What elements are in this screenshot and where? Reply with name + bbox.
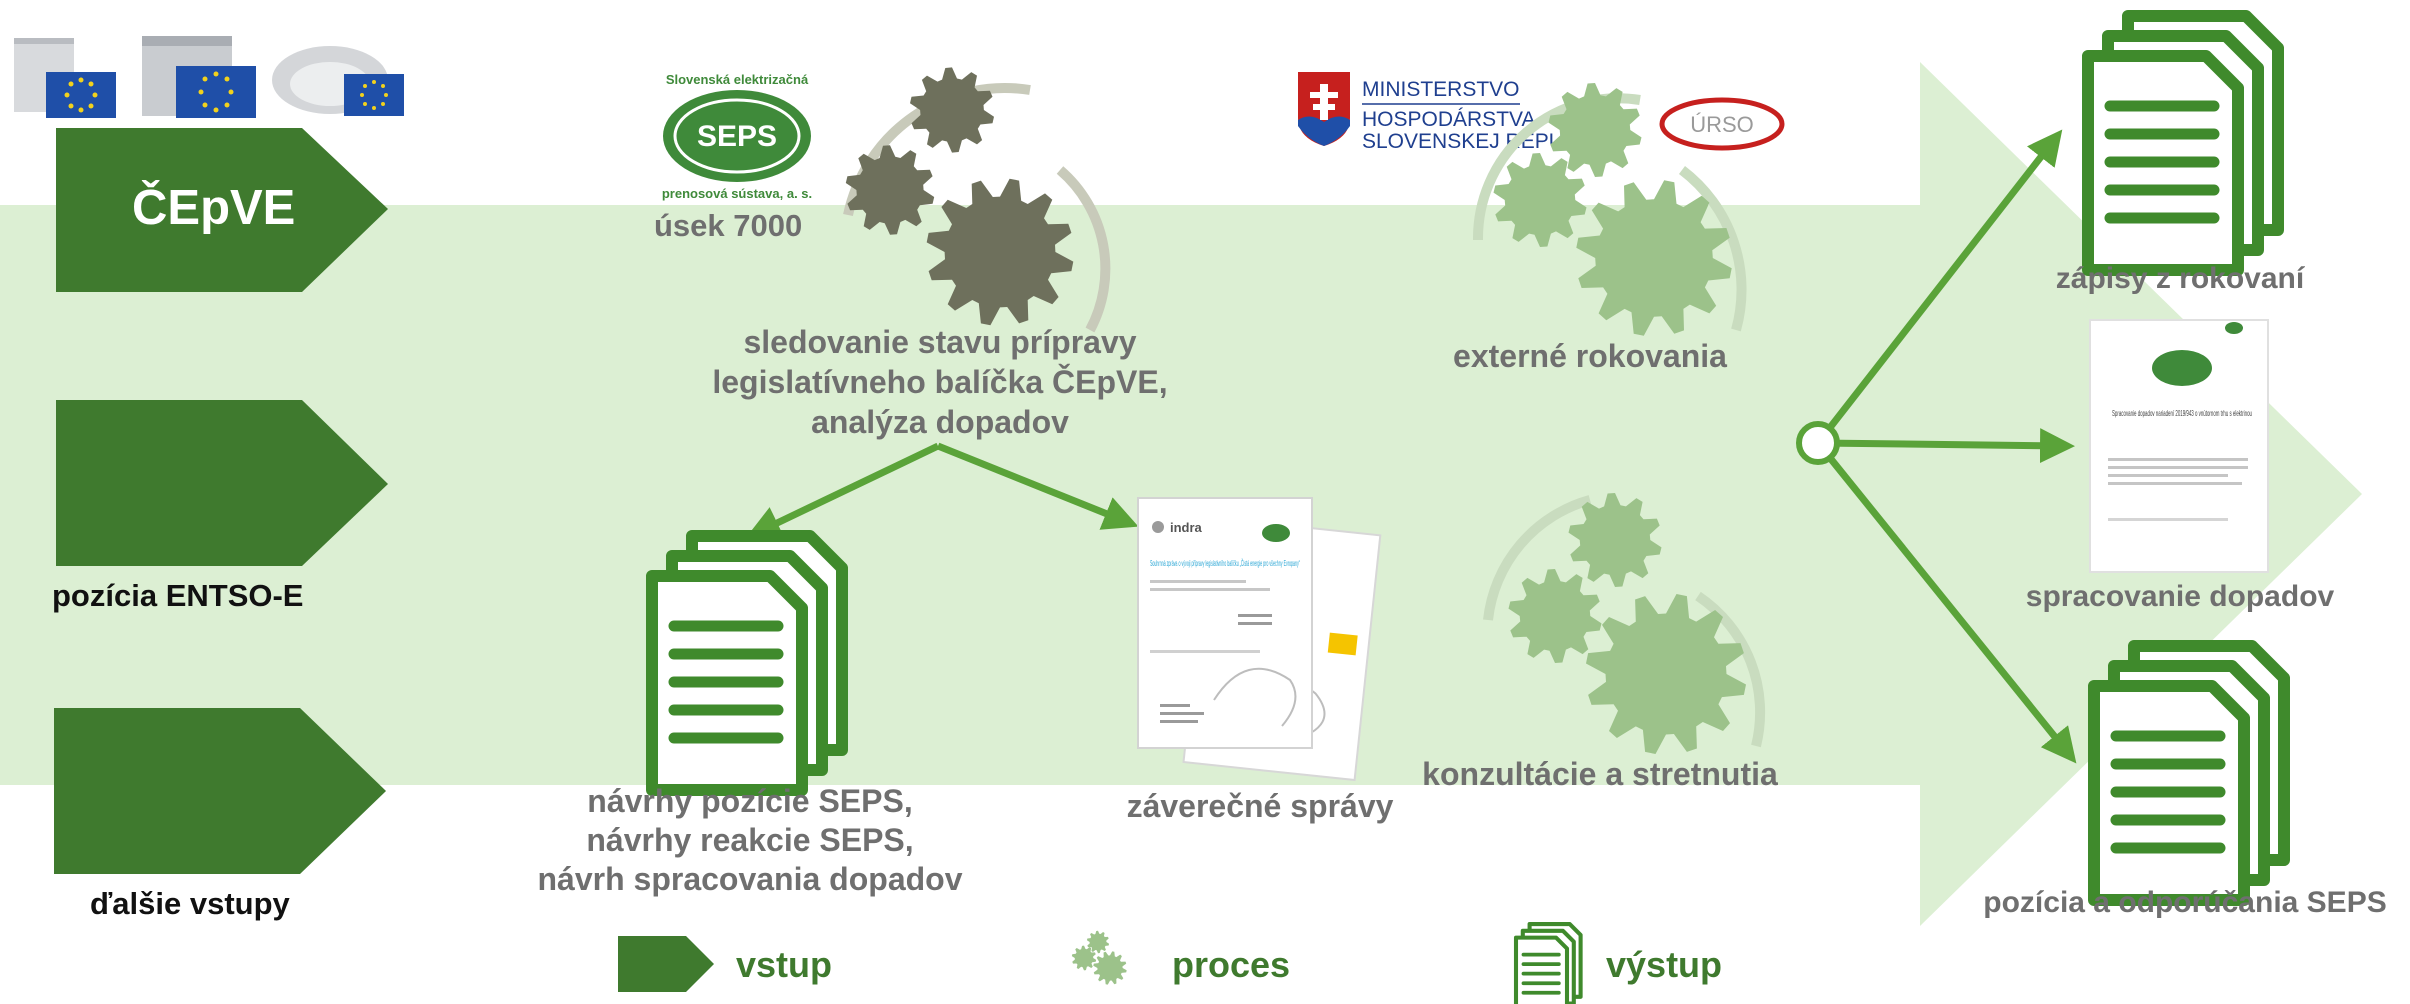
gears-icon — [843, 67, 1111, 333]
hub-circle-icon — [1796, 421, 1840, 465]
output-distribution-arrows — [1796, 129, 2077, 764]
output-minutes-label: zápisy z rokovaní — [2055, 262, 2305, 295]
document-stack-icon — [2088, 640, 2290, 906]
eu-flag-icon — [14, 38, 116, 118]
gears-icon — [1472, 83, 1747, 336]
urso-logo: ÚRSO — [1659, 97, 1785, 151]
gear-icon — [910, 67, 994, 153]
eu-flag-icon — [272, 46, 404, 116]
input-chevron-cepve — [56, 128, 388, 292]
proposals-line-3: návrh spracovania dopadov — [537, 861, 963, 897]
ministry-line-2: HOSPODÁRSTVA — [1362, 108, 1535, 131]
gear-icon — [1493, 153, 1587, 247]
gear-icon — [1093, 951, 1127, 985]
gear-icon — [926, 178, 1074, 326]
ministry-line-1: MINISTERSTVO — [1362, 78, 1520, 101]
report-brand: indra — [1170, 520, 1203, 535]
input-label-cepve: ČEpVE — [132, 181, 296, 235]
proposals-line-2: návrhy reakcie SEPS, — [586, 822, 914, 858]
final-report-documents: indra Souhrnná zpráva o vývoji přípravy … — [1137, 497, 1382, 782]
process-output-arrows — [745, 442, 1139, 539]
impacts-document: Spracovanie dopadov nariadení 2019/943 o… — [2089, 319, 2269, 573]
legend-input-label: vstup — [736, 944, 833, 985]
monitoring-label: sledovanie stavu prípravy legislatívneho… — [700, 322, 1180, 442]
output-position-label: pozícia a odporúčania SEPS — [1983, 886, 2387, 919]
monitoring-line-3: analýza dopadov — [811, 404, 1069, 440]
eu-institutions-icons — [14, 36, 404, 118]
seps-logo-top-text: Slovenská elektrizačná — [666, 72, 809, 87]
gears-icon — [1483, 493, 1766, 754]
proposals-line-1: návrhy pozície SEPS, — [587, 783, 913, 819]
reports-label: záverečné správy — [1126, 788, 1394, 824]
seps-logo-bottom-text: prenosová sústava, a. s. — [662, 186, 812, 201]
impacts-doc-title: Spracovanie dopadov nariadení 2019/943 o… — [2112, 409, 2252, 418]
report-title: Souhrnná zpráva o vývoji přípravy legisl… — [1150, 559, 1300, 568]
input-label-other: ďalšie vstupy — [90, 886, 290, 921]
eu-flag-icon — [142, 36, 256, 118]
proposals-label: návrhy pozície SEPS, návrhy reakcie SEPS… — [520, 782, 980, 899]
document-stack-icon — [2082, 10, 2284, 276]
legend-input-chevron — [618, 936, 714, 992]
document-stack-icon — [646, 530, 848, 796]
gear-icon — [1086, 930, 1110, 954]
gear-icon — [1576, 180, 1732, 336]
legend-output-label: výstup — [1606, 944, 1723, 985]
consultations-label: konzultácie a stretnutia — [1422, 756, 1778, 792]
legend-document-icon — [1513, 922, 1583, 1004]
legend-process-label: proces — [1172, 944, 1291, 985]
monitoring-line-2: legislatívneho balíčka ČEpVE, — [712, 364, 1168, 400]
gear-icon — [845, 145, 935, 235]
monitoring-line-1: sledovanie stavu prípravy — [743, 324, 1137, 360]
seps-logo: SEPS Slovenská elektrizačná prenosová sú… — [662, 72, 812, 201]
background-flow-arrow — [0, 62, 2362, 926]
urso-logo-text: ÚRSO — [1690, 112, 1754, 137]
legend-gears-icon — [1071, 930, 1127, 985]
output-impacts-label: spracovanie dopadov — [2025, 580, 2335, 613]
seps-logo-mark: SEPS — [697, 120, 777, 153]
gear-icon — [1586, 594, 1746, 754]
input-label-entso: pozícia ENTSO-E — [52, 578, 304, 613]
dept-label: úsek 7000 — [654, 208, 803, 243]
gear-icon — [1071, 945, 1097, 971]
input-chevron-other — [54, 708, 386, 874]
external-meetings-label: externé rokovania — [1453, 338, 1727, 374]
gear-icon — [1508, 569, 1602, 663]
gear-icon — [1548, 83, 1642, 177]
gear-icon — [1568, 493, 1662, 587]
input-chevron-entso — [56, 400, 388, 566]
